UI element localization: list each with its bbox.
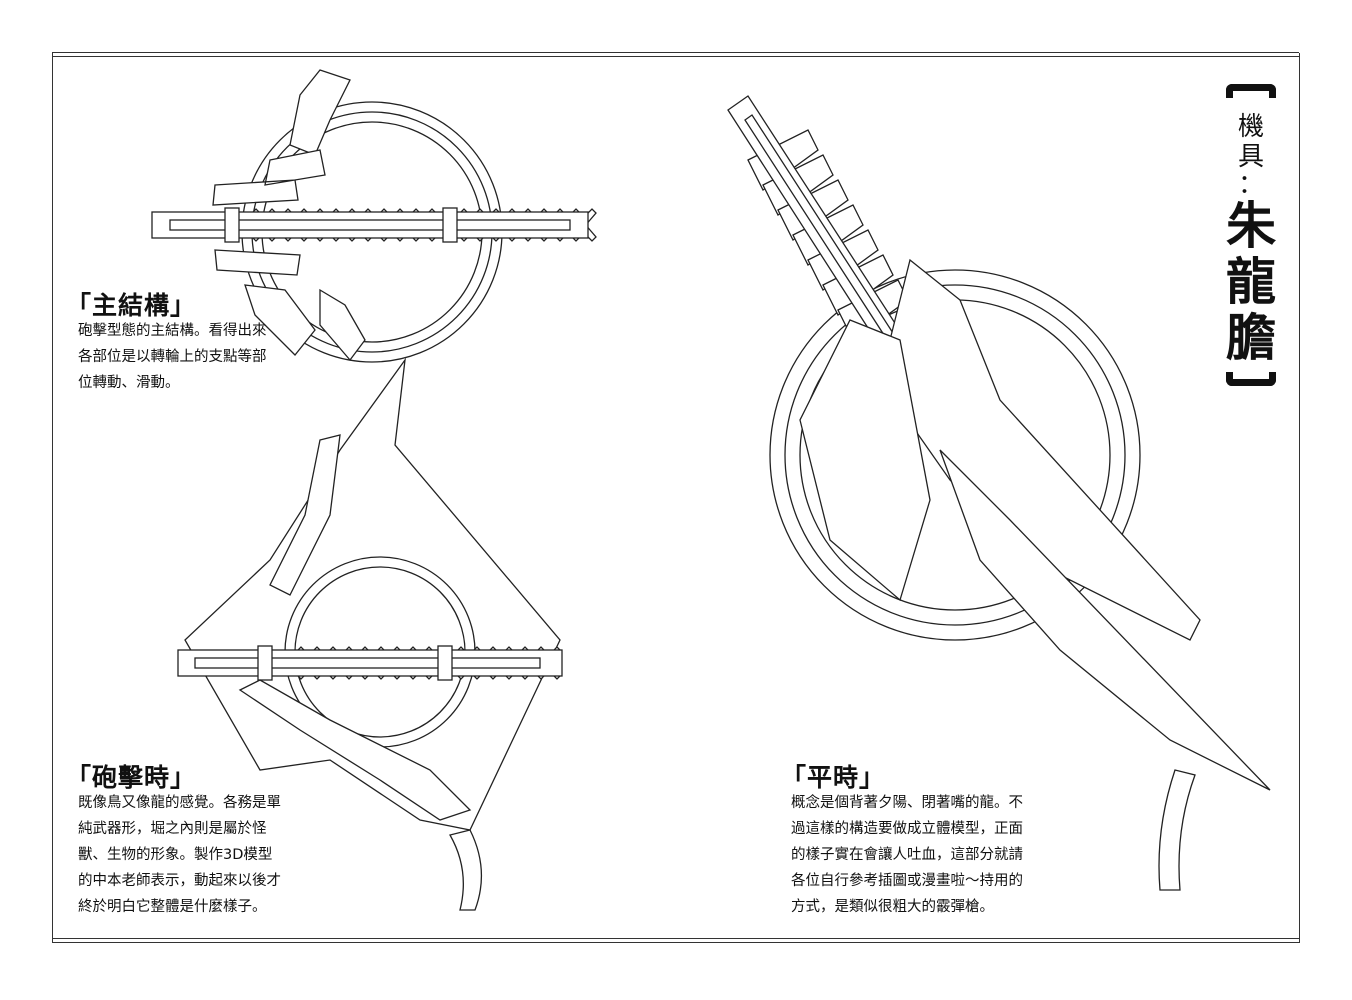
section-body-normal-mode: 概念是個背著夕陽、閉著嘴的龍。不 過這樣的構造要做成立體模型，正面 的樣子實在會… [791,790,1023,920]
title-name-2: 龍 [1226,252,1276,311]
body-line: 砲擊型態的主結構。看得出來 [78,323,267,339]
page-frame [52,53,1300,943]
title-name-1: 朱 [1226,196,1276,255]
title-category-1: 機 [1237,112,1264,142]
body-line: 終於明白它整體是什麼樣子。 [78,899,267,915]
illustration-normal-mode [727,95,1271,891]
illustration-main-structure [151,69,597,363]
bottom-border [52,938,1299,943]
bracket-close [1226,372,1276,386]
body-line: 既像鳥又像龍的感覺。各務是單 [78,795,281,811]
bracket-open [1226,84,1276,98]
body-line: 純武器形，堀之內則是屬於怪 [78,821,267,837]
section-body-main-structure: 砲擊型態的主結構。看得出來 各部位是以轉輪上的支點等部 位轉動、滑動。 [78,318,267,396]
section-title-normal-mode: 「平時」 [781,763,886,792]
body-line: 各部位是以轉輪上的支點等部 [78,349,267,365]
body-line: 各位自行參考插圖或漫畫啦～持用的 [791,873,1023,889]
title-colon: ： [1237,170,1264,200]
section-title-main-structure: 「主結構」 [66,291,197,320]
body-line: 位轉動、滑動。 [78,375,180,391]
body-line: 方式，是類似很粗大的霰彈槍。 [791,899,994,915]
body-line: 的中本老師表示，動起來以後才 [78,873,281,889]
top-border [52,52,1299,57]
body-line: 的樣子實在會讓人吐血，這部分就請 [791,847,1023,863]
title-name-3: 膽 [1226,308,1276,367]
section-title-firing-mode: 「砲擊時」 [66,763,197,792]
title-category-2: 具 [1237,142,1264,172]
page-title-vertical: 機 具 ： 朱 龍 膽 [1222,84,1280,386]
section-body-firing-mode: 既像鳥又像龍的感覺。各務是單 純武器形，堀之內則是屬於怪 獸、生物的形象。製作3… [78,790,281,920]
body-line: 獸、生物的形象。製作3D模型 [78,847,273,863]
body-line: 過這樣的構造要做成立體模型，正面 [791,821,1023,837]
body-line: 概念是個背著夕陽、閉著嘴的龍。不 [791,795,1023,811]
illustration-firing-mode [177,357,563,911]
